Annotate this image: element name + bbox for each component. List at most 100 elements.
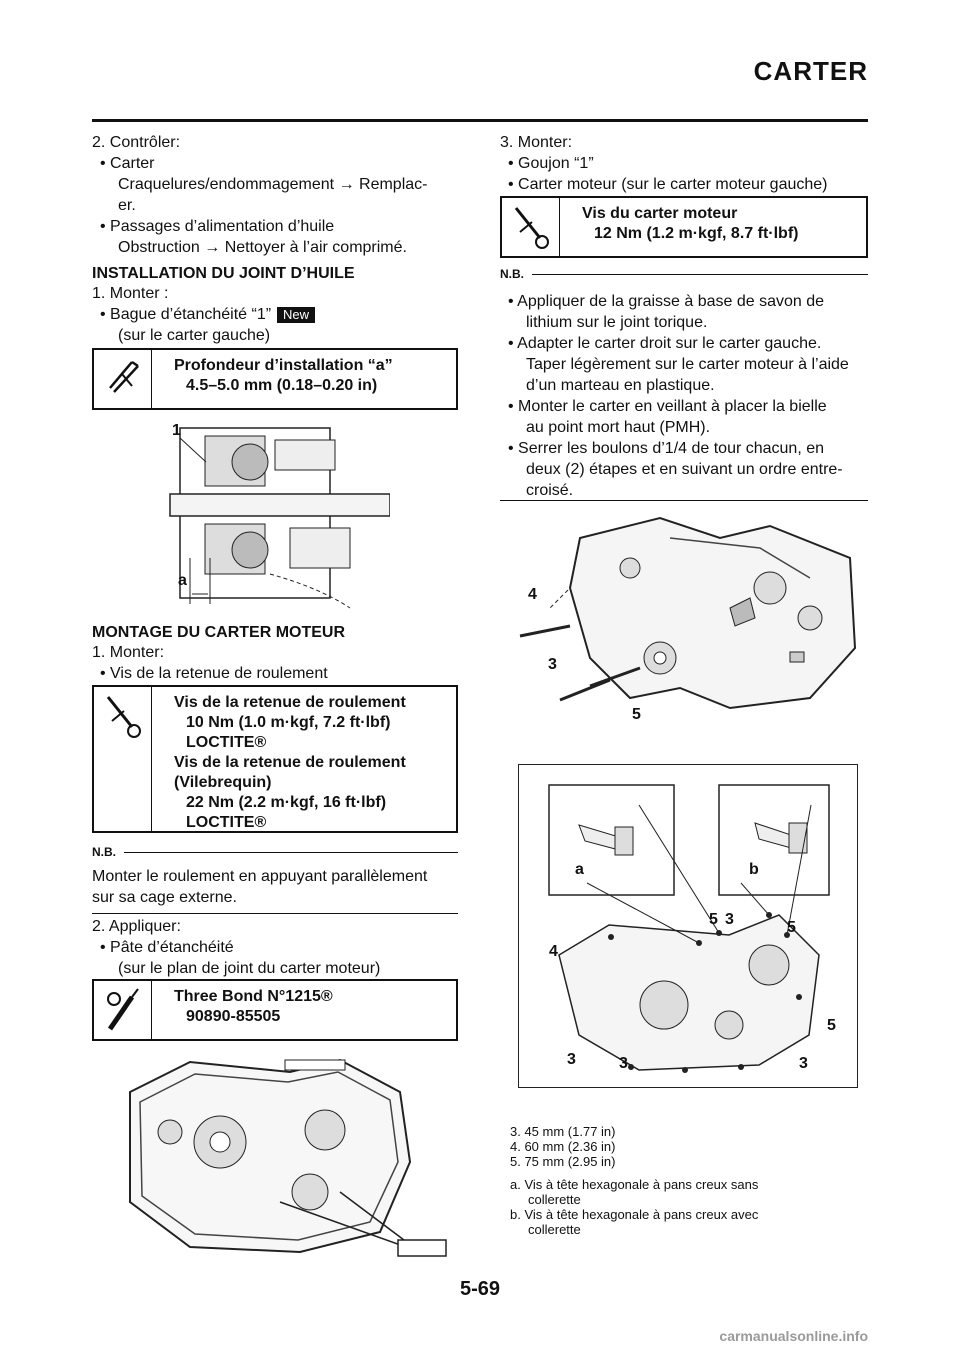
fig2-label-3-mid: 3	[619, 1055, 628, 1072]
crank-section: MONTAGE DU CARTER MOTEUR 1. Monter: • Vi…	[92, 624, 345, 684]
fig2-label-a: a	[575, 861, 584, 878]
apply-detail: (sur le plan de joint du carter moteur)	[118, 960, 381, 977]
new-badge: New	[277, 307, 316, 323]
spec-box-depth: Profondeur d’installation “a” 4.5–5.0 mm…	[92, 348, 458, 410]
page-number: 5-69	[459, 1278, 501, 1300]
mount-section: 3. Monter: • Goujon “1” • Carter moteur …	[500, 132, 828, 195]
nb-right-line1: • Appliquer de la graisse à base de savo…	[508, 293, 825, 310]
torque-wrench-icon	[94, 687, 152, 831]
nb-right-line2c: d’un marteau en plastique.	[526, 377, 715, 394]
fig2-label-3-top: 3	[725, 911, 734, 928]
apply-section: 2. Appliquer: • Pâte d’étanchéité (sur l…	[92, 916, 380, 979]
caliper-icon	[94, 350, 152, 408]
fig2-label-3-left: 3	[567, 1051, 576, 1068]
check-item-oil: • Passages d’alimentation d’huile	[100, 218, 335, 235]
nb-right-line4: • Serrer les boulons d’1/4 de tour chacu…	[508, 440, 825, 457]
check-item-carter: • Carter	[100, 155, 155, 172]
crank-heading: MONTAGE DU CARTER MOTEUR	[92, 624, 346, 641]
crank-step: 1. Monter:	[92, 644, 165, 661]
check-section: 2. Contrôler: • Carter Craquelures/endom…	[92, 132, 427, 258]
legend-b-cont: collerette	[528, 1222, 581, 1237]
exploded-crankcase-diagram: 4 3 5	[510, 508, 860, 734]
nb-right-line2b: Taper légèrement sur le carter moteur à …	[526, 356, 849, 373]
spec-case-bolt-value: 12 Nm (1.2 m·kgf, 8.7 ft·lbf)	[594, 225, 799, 242]
spec-sealant-body: Three Bond N°1215® 90890-85505	[152, 981, 343, 1039]
apply-step: 2. Appliquer:	[92, 918, 181, 935]
check-step: 2. Contrôler:	[92, 134, 181, 151]
nb-right-text: • Appliquer de la graisse à base de savo…	[500, 291, 849, 501]
check-carter-detail-2: er.	[118, 197, 136, 214]
apply-item: • Pâte d’étanchéité	[100, 939, 234, 956]
page-title: CARTER	[753, 56, 868, 86]
spec-box-bearing: Vis de la retenue de roulement 10 Nm (1.…	[92, 685, 458, 833]
figure-legend: 3. 45 mm (1.77 in) 4. 60 mm (2.36 in) 5.…	[510, 1124, 758, 1237]
spec-case-bolt-body: Vis du carter moteur 12 Nm (1.2 m·kgf, 8…	[560, 198, 808, 256]
spec1-title: Vis de la retenue de roulement	[174, 694, 406, 711]
seal-step: 1. Monter :	[92, 285, 169, 302]
spec2-loctite: LOCTITE®	[186, 814, 267, 831]
legend-3: 3. 45 mm (1.77 in)	[510, 1124, 616, 1139]
spec-depth-value: 4.5–5.0 mm (0.18–0.20 in)	[186, 377, 378, 394]
nb-left-label: N.B.	[92, 845, 116, 859]
fig2-label-5-right: 5	[787, 919, 796, 936]
nb-right-line3b: au point mort haut (PMH).	[526, 419, 711, 436]
spec2-title: Vis de la retenue de roulement	[174, 754, 406, 771]
nb-left-end-rule	[92, 913, 458, 914]
spec-box-sealant: Three Bond N°1215® 90890-85505	[92, 979, 458, 1041]
torque-wrench-icon	[502, 198, 560, 256]
spec-depth-title: Profondeur d’installation “a”	[174, 357, 393, 374]
sealant-tube-icon	[94, 981, 152, 1039]
mount-step: 3. Monter:	[500, 134, 573, 151]
fig1-label-4: 4	[528, 586, 537, 603]
fig2-label-b: b	[749, 861, 759, 878]
nb-left-line1: Monter le roulement en appuyant parallèl…	[92, 868, 428, 885]
fig1-label-3: 3	[548, 656, 557, 673]
nb-right-line3: • Monter le carter en veillant à placer …	[508, 398, 827, 415]
nb-left-text: Monter le roulement en appuyant parallèl…	[92, 866, 427, 908]
check-carter-detail: Craquelures/endommagement → Remplac-	[118, 176, 428, 193]
watermark: carmanualsonline.info	[719, 1328, 868, 1344]
nb-left: N.B.	[92, 845, 458, 859]
spec-depth-body: Profondeur d’installation “a” 4.5–5.0 mm…	[152, 350, 403, 408]
nb-right: N.B.	[500, 267, 868, 281]
spec-case-bolt-title: Vis du carter moteur	[582, 205, 738, 222]
oil-seal-diagram: 1 a	[150, 418, 390, 610]
fig2-label-5-lower: 5	[827, 1017, 836, 1034]
legend-4: 4. 60 mm (2.36 in)	[510, 1139, 616, 1154]
seal-label-a: a	[178, 572, 187, 589]
spec-bearing-body: Vis de la retenue de roulement 10 Nm (1.…	[152, 687, 416, 831]
seal-item: • Bague d’étanchéité “1”New	[92, 304, 355, 325]
nb-right-line1b: lithium sur le joint torique.	[526, 314, 708, 331]
nb-right-line2: • Adapter le carter droit sur le carter …	[508, 335, 822, 352]
spec1-value: 10 Nm (1.0 m·kgf, 7.2 ft·lbf)	[186, 714, 391, 731]
spec3-title: Three Bond N°1215®	[174, 988, 333, 1005]
fig1-label-5: 5	[632, 706, 641, 723]
spec1-loctite: LOCTITE®	[186, 734, 267, 751]
spec2-value: 22 Nm (2.2 m·kgf, 16 ft·lbf)	[186, 794, 387, 811]
mount-item-case: • Carter moteur (sur le carter moteur ga…	[508, 176, 828, 193]
nb-right-line4c: croisé.	[526, 482, 574, 499]
legend-a-cont: collerette	[528, 1192, 581, 1207]
mount-item-dowel: • Goujon “1”	[508, 155, 594, 172]
fig2-label-4: 4	[549, 943, 558, 960]
crank-item: • Vis de la retenue de roulement	[100, 665, 328, 682]
nb-right-end-rule	[500, 500, 868, 501]
spec3-value: 90890-85505	[186, 1008, 281, 1025]
legend-a: a. Vis à tête hexagonale à pans creux sa…	[510, 1177, 759, 1192]
header-rule	[92, 119, 868, 122]
spec-box-case-bolt: Vis du carter moteur 12 Nm (1.2 m·kgf, 8…	[500, 196, 868, 258]
spec2-sub: (Vilebrequin)	[174, 774, 272, 791]
check-oil-detail: Obstruction → Nettoyer à l’air comprimé.	[118, 239, 407, 256]
nb-right-line4b: deux (2) étapes et en suivant un ordre e…	[526, 461, 843, 478]
seal-item-detail: (sur le carter gauche)	[118, 327, 271, 344]
legend-b: b. Vis à tête hexagonale à pans creux av…	[510, 1207, 759, 1222]
bolt-location-diagram: a b 5 3 5 4 5 3 3 3	[518, 764, 858, 1088]
fig2-label-5-top: 5	[709, 911, 718, 928]
seal-heading: INSTALLATION DU JOINT D’HUILE	[92, 265, 355, 282]
legend-5: 5. 75 mm (2.95 in)	[510, 1154, 616, 1169]
crankcase-sealant-diagram	[100, 1052, 452, 1262]
seal-section: INSTALLATION DU JOINT D’HUILE 1. Monter …	[92, 265, 355, 346]
nb-right-label: N.B.	[500, 267, 524, 281]
fig2-label-3-right: 3	[799, 1055, 808, 1072]
seal-label-1: 1	[172, 422, 181, 439]
